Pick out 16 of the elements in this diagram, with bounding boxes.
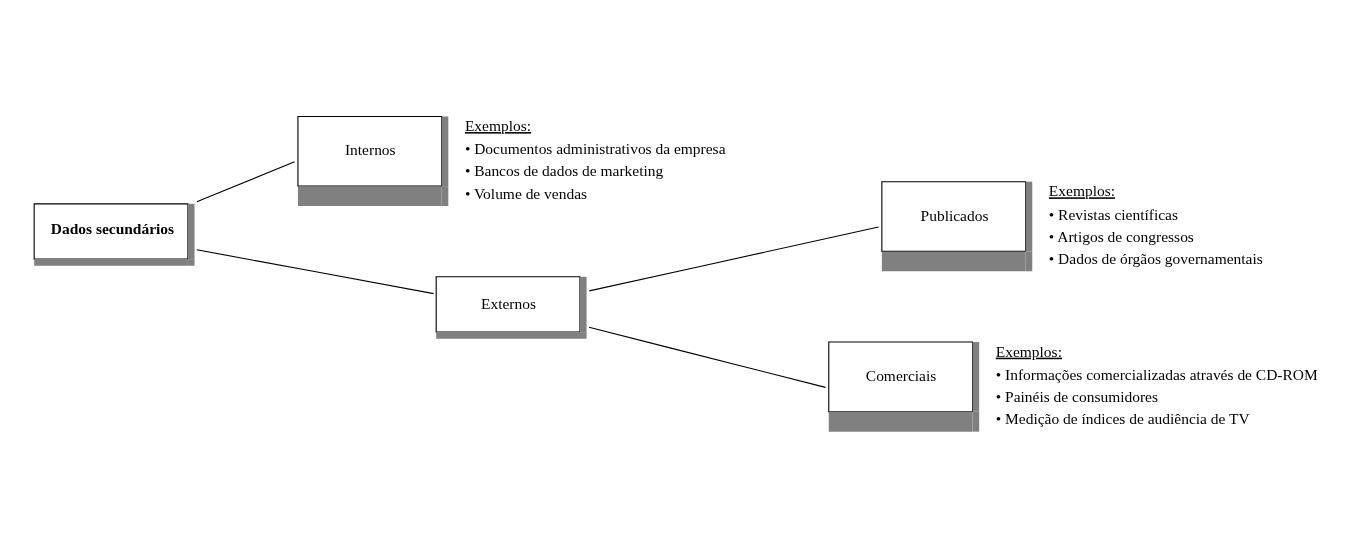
connector bbox=[588, 226, 880, 292]
connector bbox=[588, 326, 826, 388]
node-label: • Artigos de congressos bbox=[1048, 227, 1194, 245]
node-label: • Painéis de consumidores bbox=[995, 388, 1158, 406]
node-label: • Volume de vendas bbox=[464, 184, 588, 202]
node-label: • Documentos administrativos da empresa bbox=[464, 140, 726, 158]
node-label: • Bancos de dados de marketing bbox=[464, 162, 664, 180]
node-label: Exemplos: bbox=[1048, 182, 1116, 200]
node-label: Exemplos: bbox=[464, 117, 532, 135]
node-label: • Revistas científicas bbox=[1048, 205, 1178, 223]
node-label: • Medição de índices de audiência de TV bbox=[995, 410, 1250, 428]
node-label: • Informações comercializadas através de CD-ROM bbox=[995, 365, 1318, 383]
node-label: • Dados de órgãos governamentais bbox=[1048, 249, 1263, 267]
connector bbox=[196, 249, 435, 295]
connector bbox=[196, 161, 296, 203]
node-label: Exemplos: bbox=[995, 342, 1062, 360]
